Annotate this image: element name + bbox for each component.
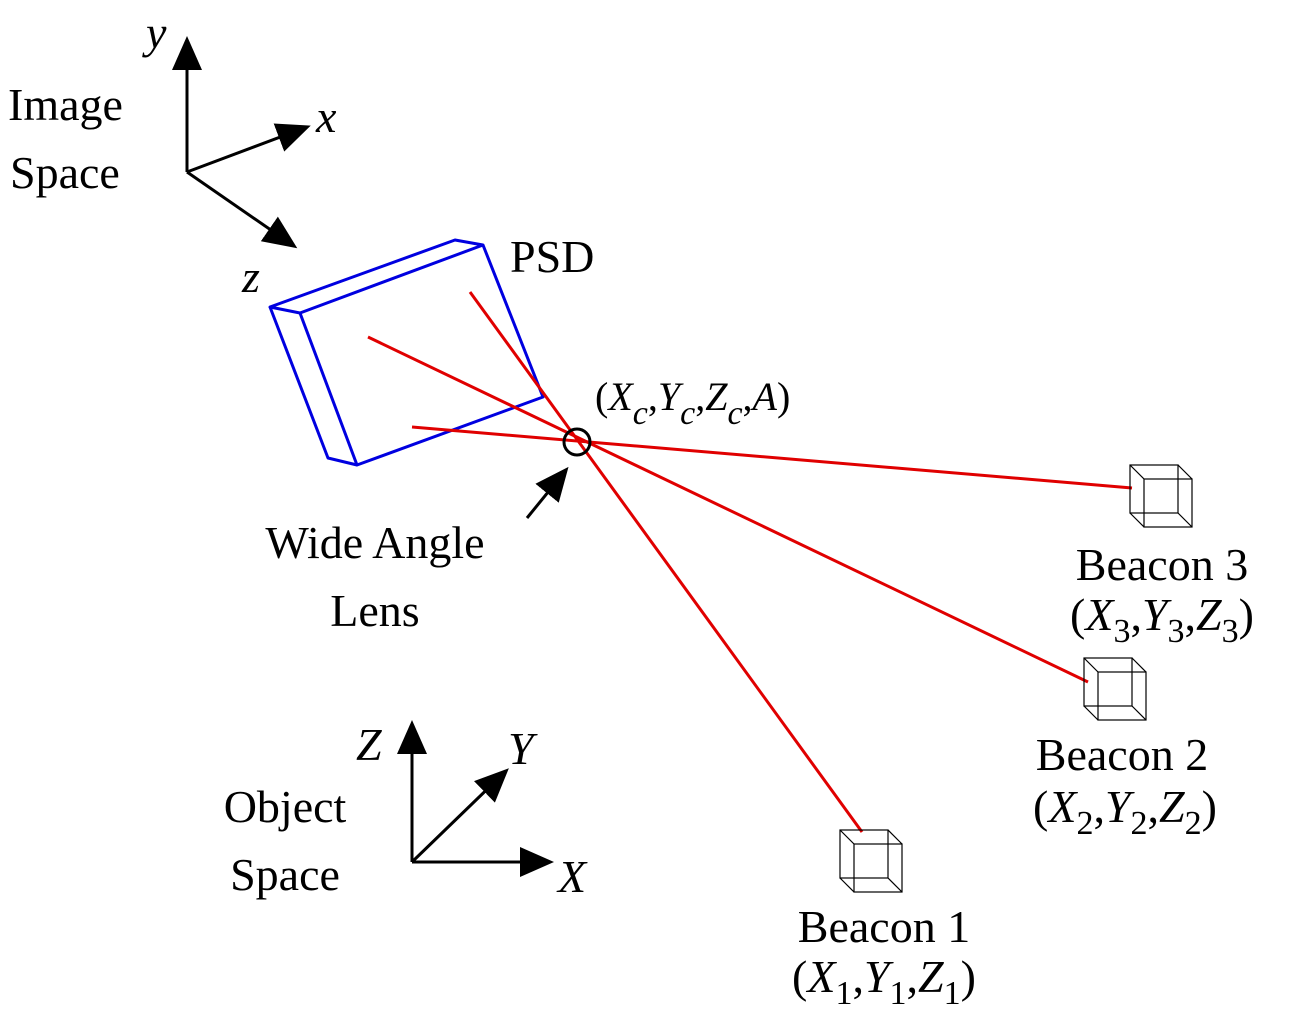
object-x-label: X (556, 851, 588, 902)
psd-sensor (268, 238, 545, 467)
object-space-title-2: Space (230, 849, 340, 900)
object-z-label: Z (356, 719, 382, 770)
image-z-label: z (241, 251, 260, 302)
beacon-2-coords: (X2,Y2,Z2) (1033, 781, 1217, 842)
psd-label: PSD (510, 231, 594, 282)
beacon-3-cube-icon (1129, 464, 1193, 528)
image-x-label: x (315, 91, 337, 142)
ray-beacon-1 (468, 291, 864, 833)
beacon-2-cube-icon (1083, 657, 1147, 721)
lens-label-1: Wide Angle (265, 517, 484, 568)
image-x-axis (186, 123, 311, 174)
image-space-title-1: Image (8, 79, 123, 130)
light-rays (367, 291, 1133, 833)
lens-center-icon (562, 427, 592, 457)
beacon-1-coords: (X1,Y1,Z1) (792, 951, 976, 1012)
image-z-axis (186, 170, 298, 249)
lens-label-2: Lens (330, 585, 419, 636)
image-space-title-2: Space (10, 147, 120, 198)
ray-beacon-2 (367, 335, 1089, 684)
beacon-1-cube-icon (839, 829, 903, 893)
object-space-title-1: Object (224, 781, 347, 832)
image-y-label: y (142, 7, 167, 58)
ray-beacon-3 (411, 425, 1133, 490)
lens-pointer-arrow (525, 466, 569, 519)
camera-coords-label: (Xc,Yc,Zc,A) (595, 374, 790, 432)
beacon-3-label: Beacon 3 (1076, 539, 1248, 590)
image-space-axes: y x z Image Space (8, 7, 337, 302)
object-space-axes: Z Y X Object Space (224, 719, 588, 902)
beacon-2-label: Beacon 2 (1036, 729, 1208, 780)
beacon-3-coords: (X3,Y3,Z3) (1070, 589, 1254, 650)
object-y-axis (410, 768, 509, 864)
object-y-label: Y (508, 723, 538, 774)
beacon-1-label: Beacon 1 (798, 901, 970, 952)
